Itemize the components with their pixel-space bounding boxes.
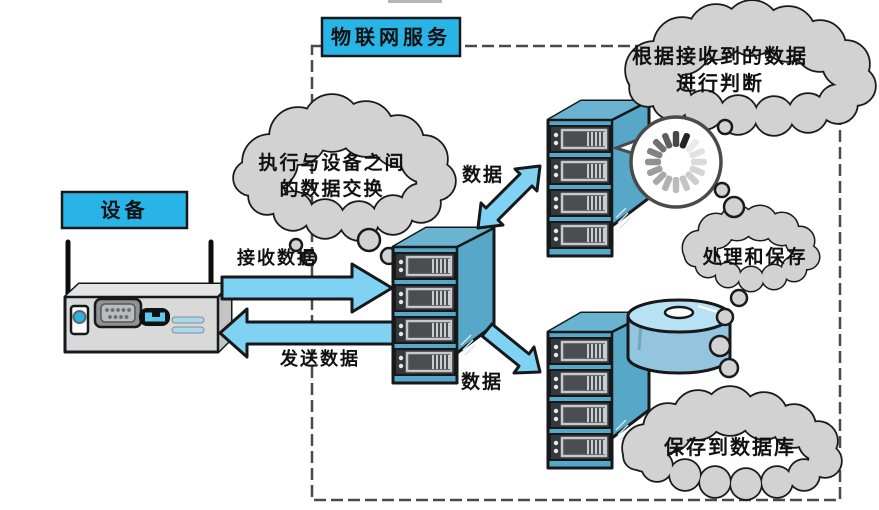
loading-spinner-icon [611, 115, 723, 209]
data-upper-label: 数据 [461, 164, 504, 186]
thought-cloud-exchange-icon [232, 93, 457, 267]
receive-data-arrow [220, 262, 394, 314]
device-label-box [60, 190, 189, 230]
receive-data-label: 接收数据 [237, 248, 317, 269]
send-data-label: 发送数据 [280, 349, 360, 370]
power-led [69, 304, 90, 336]
data-arrow-lower [480, 322, 542, 375]
cloud-save-db-text: 保存到数据库 [664, 435, 796, 459]
data-lower-label: 数据 [460, 371, 503, 393]
thought-cloud-process-save-icon [681, 204, 821, 293]
thought-bubble-trail [708, 118, 749, 379]
usb-port-icon [139, 308, 170, 326]
iot-service-label-box [320, 16, 462, 58]
thought-cloud-save-db-icon [621, 385, 843, 501]
cloud-exchange-text: 执行与设备之间 的数据交换 [258, 152, 406, 200]
serial-port-icon [93, 297, 143, 329]
gateway-server-icon [391, 226, 496, 385]
data-exchange-arrow-upper [476, 164, 542, 230]
cloud-process-save-text: 处理和保存 [702, 246, 808, 268]
iot-service-label: 物联网服务 [331, 24, 451, 49]
database-cylinder-icon [626, 298, 732, 375]
iot-device-icon [63, 239, 233, 354]
cloud-judge-text: 根据接收到的数据 进行判断 [632, 44, 808, 95]
top-edge-fragment [388, 0, 442, 3]
device-label: 设备 [100, 197, 149, 222]
vent-lines [171, 316, 205, 334]
send-data-arrow [218, 307, 397, 359]
iot-service-boundary [310, 44, 842, 502]
thought-cloud-judge-icon [624, 0, 877, 137]
